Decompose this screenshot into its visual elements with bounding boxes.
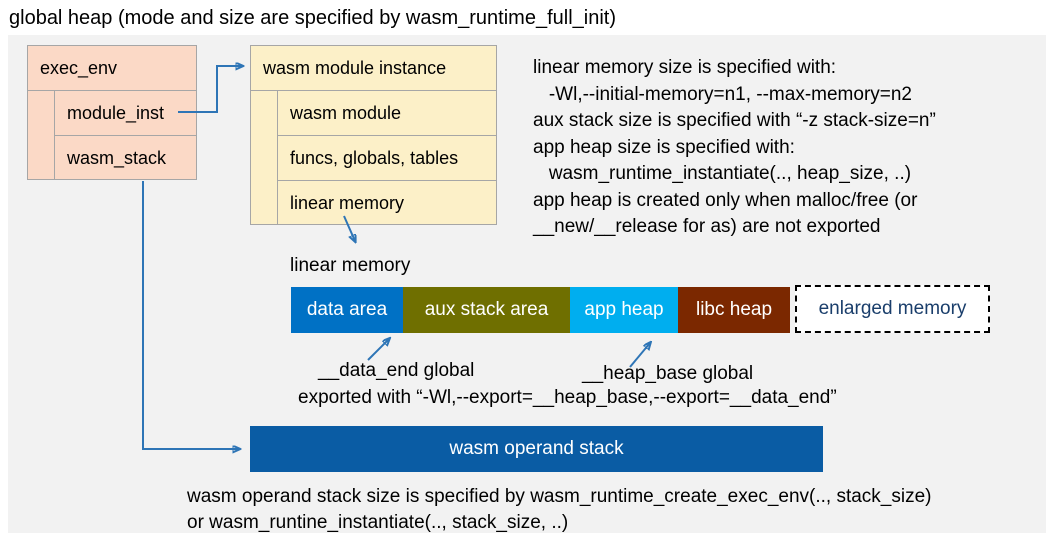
- note-line: app heap is created only when malloc/fre…: [533, 189, 918, 211]
- module-instance-box: wasm module instance wasm module funcs, …: [250, 45, 497, 225]
- note-line: __new/__release for as) are not exported: [533, 216, 881, 237]
- exported-annotation: exported with “-Wl,--export=__heap_base,…: [298, 387, 837, 408]
- note-line: linear memory size is specified with:: [533, 57, 837, 78]
- module-instance-row-linear-memory: linear memory: [278, 180, 496, 225]
- segment-libc-heap-label: libc heap: [695, 299, 773, 320]
- segment-app-heap-label: app heap: [584, 299, 664, 320]
- exec-env-box: exec_env module_inst wasm_stack: [27, 45, 197, 180]
- data-end-annotation: __data_end global: [318, 360, 475, 381]
- operand-stack-notes: wasm operand stack size is specified by …: [187, 484, 932, 536]
- heap-base-annotation: __heap_base global: [582, 363, 754, 384]
- module-instance-rows: wasm module funcs, globals, tables linea…: [277, 91, 496, 225]
- module-instance-row-funcs-globals-tables: funcs, globals, tables: [278, 135, 496, 180]
- note-line: aux stack size is specified with “-z sta…: [533, 110, 936, 131]
- diagram-title: global heap (mode and size are specified…: [9, 7, 616, 29]
- segment-aux-stack-area: aux stack area: [403, 287, 570, 333]
- exec-env-header: exec_env: [28, 46, 196, 91]
- segment-enlarged-memory-label: enlarged memory: [818, 298, 967, 319]
- note-line: or wasm_runtine_instantiate(.., stack_si…: [187, 512, 569, 533]
- linear-memory-label: linear memory: [290, 255, 411, 276]
- note-line: -Wl,--initial-memory=n1, --max-memory=n2: [533, 83, 912, 105]
- note-line: wasm operand stack size is specified by …: [187, 486, 932, 507]
- segment-data-area-label: data area: [306, 299, 388, 320]
- note-line: app heap size is specified with:: [533, 136, 795, 158]
- operand-stack-bar: wasm operand stack: [250, 426, 823, 472]
- operand-stack-label: wasm operand stack: [449, 438, 624, 459]
- segment-aux-stack-area-label: aux stack area: [424, 299, 549, 320]
- note-line: wasm_runtime_instantiate(.., heap_size, …: [533, 163, 912, 184]
- segment-data-area: data area: [291, 287, 403, 333]
- exec-env-row-wasm-stack: wasm_stack: [55, 135, 196, 180]
- memory-size-notes: linear memory size is specified with: -W…: [533, 55, 936, 241]
- segment-enlarged-memory: enlarged memory: [795, 285, 990, 333]
- segment-libc-heap: libc heap: [678, 287, 790, 333]
- exec-env-rows: module_inst wasm_stack: [54, 91, 196, 180]
- module-instance-row-wasm-module: wasm module: [290, 102, 402, 123]
- segment-app-heap: app heap: [570, 287, 678, 333]
- module-instance-header: wasm module instance: [251, 46, 496, 91]
- exec-env-row-module-inst: module_inst: [67, 102, 165, 123]
